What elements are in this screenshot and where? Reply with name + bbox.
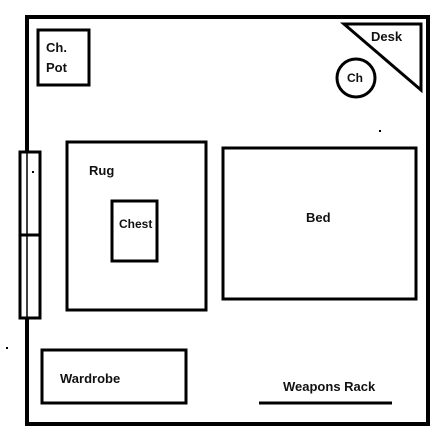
- door: [18, 150, 42, 320]
- wardrobe-label: Wardrobe: [60, 371, 120, 386]
- stray-mark: [32, 171, 34, 173]
- chest: [110, 199, 159, 263]
- chamber-pot: [36, 28, 91, 87]
- stray-mark: [6, 347, 8, 349]
- wardrobe: [40, 348, 188, 405]
- weapons-rack-label: Weapons Rack: [283, 379, 376, 394]
- chest-label: Chest: [119, 217, 152, 231]
- chamber-pot-label-line1: Ch.: [46, 40, 67, 55]
- room-wall: [25, 15, 430, 426]
- desk-label: Desk: [371, 29, 403, 44]
- stray-mark: [379, 130, 381, 132]
- rug-label: Rug: [89, 163, 114, 178]
- desk: [339, 22, 423, 94]
- chair: [335, 57, 377, 99]
- chair-label: Ch: [347, 71, 363, 85]
- chamber-pot-label-line2: Pot: [46, 60, 68, 75]
- bed-label: Bed: [306, 210, 331, 225]
- bed: [221, 146, 418, 301]
- rug: [65, 140, 208, 312]
